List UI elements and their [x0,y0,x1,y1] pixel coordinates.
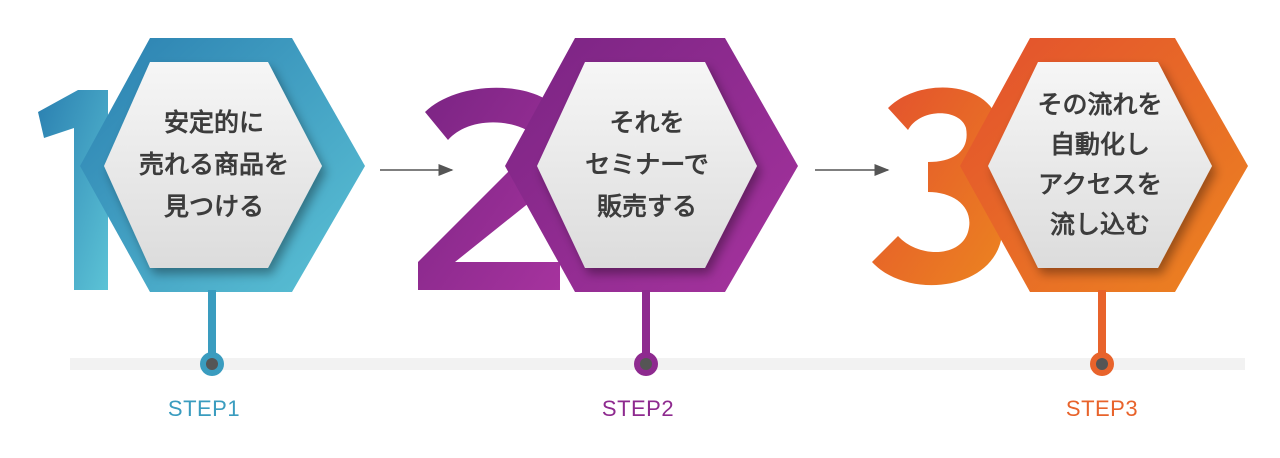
step-1-graphic [38,38,365,376]
step-1-line-2: 売れる商品を [138,150,289,179]
step-3-label: STEP3 [1065,396,1139,421]
step-1-line-3: 見つける [163,192,264,221]
step-2-line-1: それを [609,108,685,137]
step-1-line-1: 安定的に [163,108,264,137]
step-3-numeral [872,87,1004,286]
step-2-numeral [418,87,560,290]
step-2-text: それを セミナーで 販売する [562,90,732,240]
step-1-numeral [38,90,108,290]
step-3-line-4: 流し込む [1049,210,1150,239]
step-2-hex-inner [537,62,757,268]
step-2-graphic [418,38,798,376]
step-1-hex-inner [104,62,322,268]
step-3-line-2: 自動化し [1049,130,1150,159]
step-3-text: その流れを 自動化し アクセスを 流し込む [1015,80,1185,250]
step-2-line-2: セミナーで [585,150,709,179]
step-3-graphic [872,38,1248,376]
step-3-hex-inner [988,62,1212,268]
step-3-line-3: アクセスを [1038,170,1162,199]
step-1-label: STEP1 [167,396,241,421]
step-2-label: STEP2 [601,396,675,421]
step-1-text: 安定的に 売れる商品を 見つける [129,90,299,240]
step-2-line-3: 販売する [596,192,697,221]
step-3-line-1: その流れを [1037,90,1163,119]
